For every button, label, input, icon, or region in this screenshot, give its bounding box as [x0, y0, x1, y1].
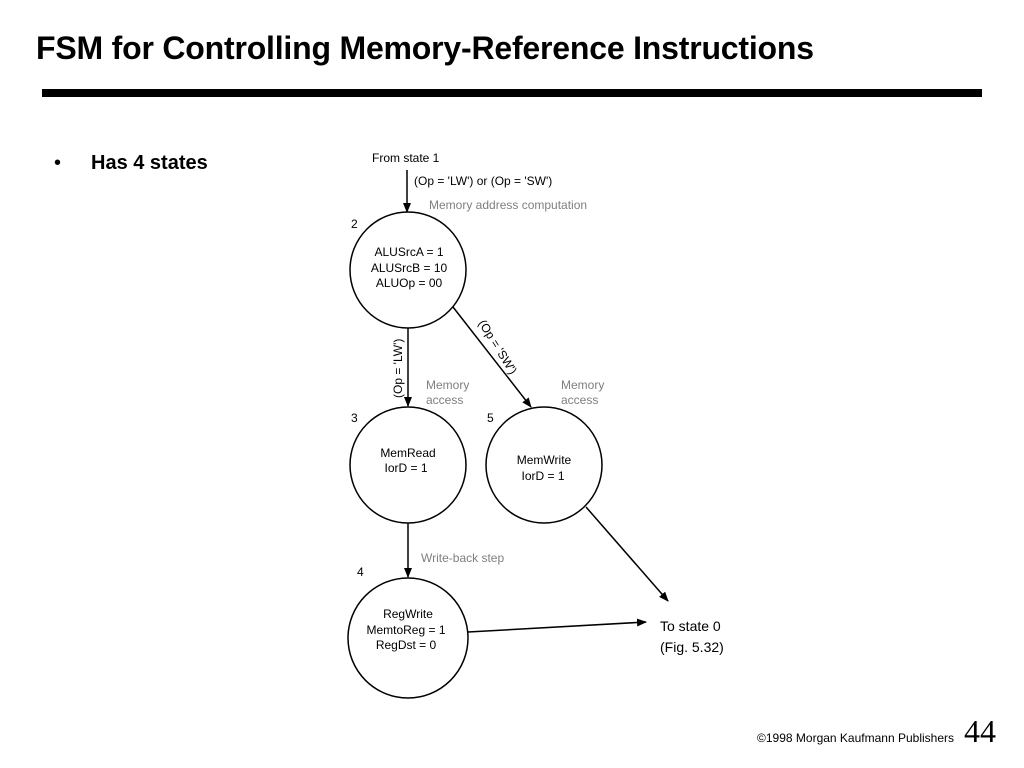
state-5-caption-line-1: Memory — [561, 378, 604, 392]
state-4-line-3: RegDst = 0 — [376, 638, 437, 652]
page-number: 44 — [964, 713, 996, 749]
state-5-line-2: IorD = 1 — [521, 469, 564, 483]
state-4-caption: Write-back step — [421, 551, 504, 565]
bullet-text: Has 4 states — [91, 152, 208, 174]
state-2-line-3: ALUOp = 00 — [376, 276, 443, 290]
slide-title: FSM for Controlling Memory-Reference Ins… — [36, 30, 814, 66]
bullet-list: • Has 4 states — [54, 152, 208, 175]
entry-condition: (Op = 'LW') or (Op = 'SW') — [414, 174, 552, 188]
state-3-caption-line-2: access — [426, 393, 463, 407]
arrow-4-to-state-0 — [467, 618, 647, 633]
exit-label-line-1: To state 0 — [660, 618, 721, 634]
state-5-circle — [485, 406, 603, 524]
state-2-line-2: ALUSrcB = 10 — [371, 261, 448, 275]
copyright-text: ©1998 Morgan Kaufmann Publishers — [757, 731, 954, 745]
state-5-number: 5 — [487, 411, 494, 425]
state-4-number: 4 — [357, 565, 364, 579]
arrow-2-to-5 — [452, 306, 532, 408]
entry-label: From state 1 — [372, 151, 440, 165]
state-2-number: 2 — [351, 217, 358, 231]
state-4-line-1: RegWrite — [383, 607, 433, 621]
transition-sw-label: (Op = 'SW') — [475, 317, 520, 377]
exit-label-line-2: (Fig. 5.32) — [660, 639, 724, 655]
state-4-circle — [347, 577, 469, 699]
state-3-line-2: IorD = 1 — [384, 461, 427, 475]
state-3-caption-line-1: Memory — [426, 378, 469, 392]
state-4-line-2: MemtoReg = 1 — [366, 623, 445, 637]
state-5-line-1: MemWrite — [517, 453, 572, 467]
state-2-line-1: ALUSrcA = 1 — [374, 245, 443, 259]
state-3-line-1: MemRead — [380, 446, 435, 460]
state-2-caption: Memory address computation — [429, 198, 587, 212]
title-divider — [42, 89, 982, 97]
arrow-5-to-state-0 — [585, 506, 669, 602]
transition-lw-label: (Op = 'LW') — [391, 339, 405, 398]
state-5-caption-line-2: access — [561, 393, 598, 407]
slide-footer: ©1998 Morgan Kaufmann Publishers 44 — [757, 713, 996, 750]
bullet-item: • Has 4 states — [54, 152, 208, 175]
bullet-dot-icon: • — [54, 152, 62, 174]
state-3-number: 3 — [351, 411, 358, 425]
